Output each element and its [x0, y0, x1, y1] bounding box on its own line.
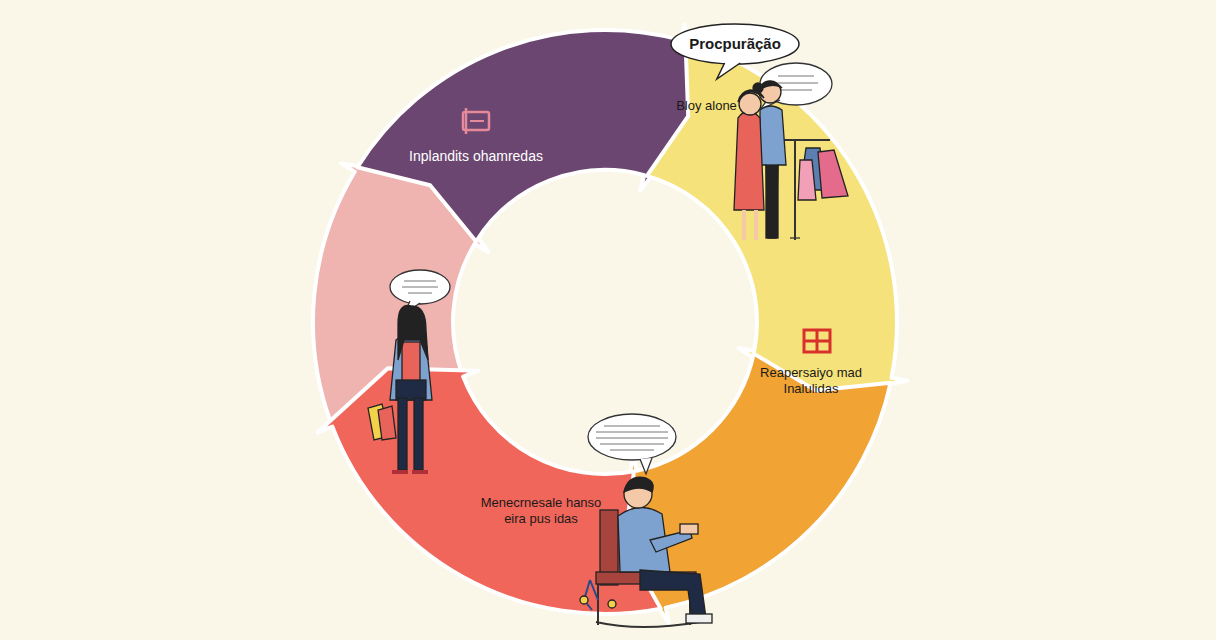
cycle-label: Reapersaiyo mad Inalulidas: [746, 363, 876, 398]
cycle-label: Menecrnesale hanso eira pus idas: [471, 493, 611, 528]
icon: [463, 108, 489, 134]
cycle-arrow: [357, 25, 695, 242]
icon: [804, 330, 830, 352]
node-text: Reapersaiyo mad Inalulidas: [750, 365, 872, 396]
node-text: Procpurãção: [688, 35, 782, 53]
couple-figure: [734, 81, 848, 240]
speech-bubble: Procpurãção: [670, 23, 800, 65]
node-text: Menecrnesale hanso eira pus idas: [475, 495, 607, 526]
scribble: [402, 76, 818, 450]
cycle-label: Inplandits ohamredas: [404, 146, 548, 167]
woman-figure: [368, 305, 432, 472]
node-text: Inplandits ohamredas: [408, 148, 544, 165]
cycle-arrow: [617, 354, 891, 624]
speech-bubble: [390, 63, 832, 474]
node-text: Bloy alone: [675, 98, 738, 114]
cycle-ring: [313, 25, 907, 624]
cycle-arrow: [647, 41, 907, 398]
cycle-label: Bloy alone: [671, 96, 742, 116]
